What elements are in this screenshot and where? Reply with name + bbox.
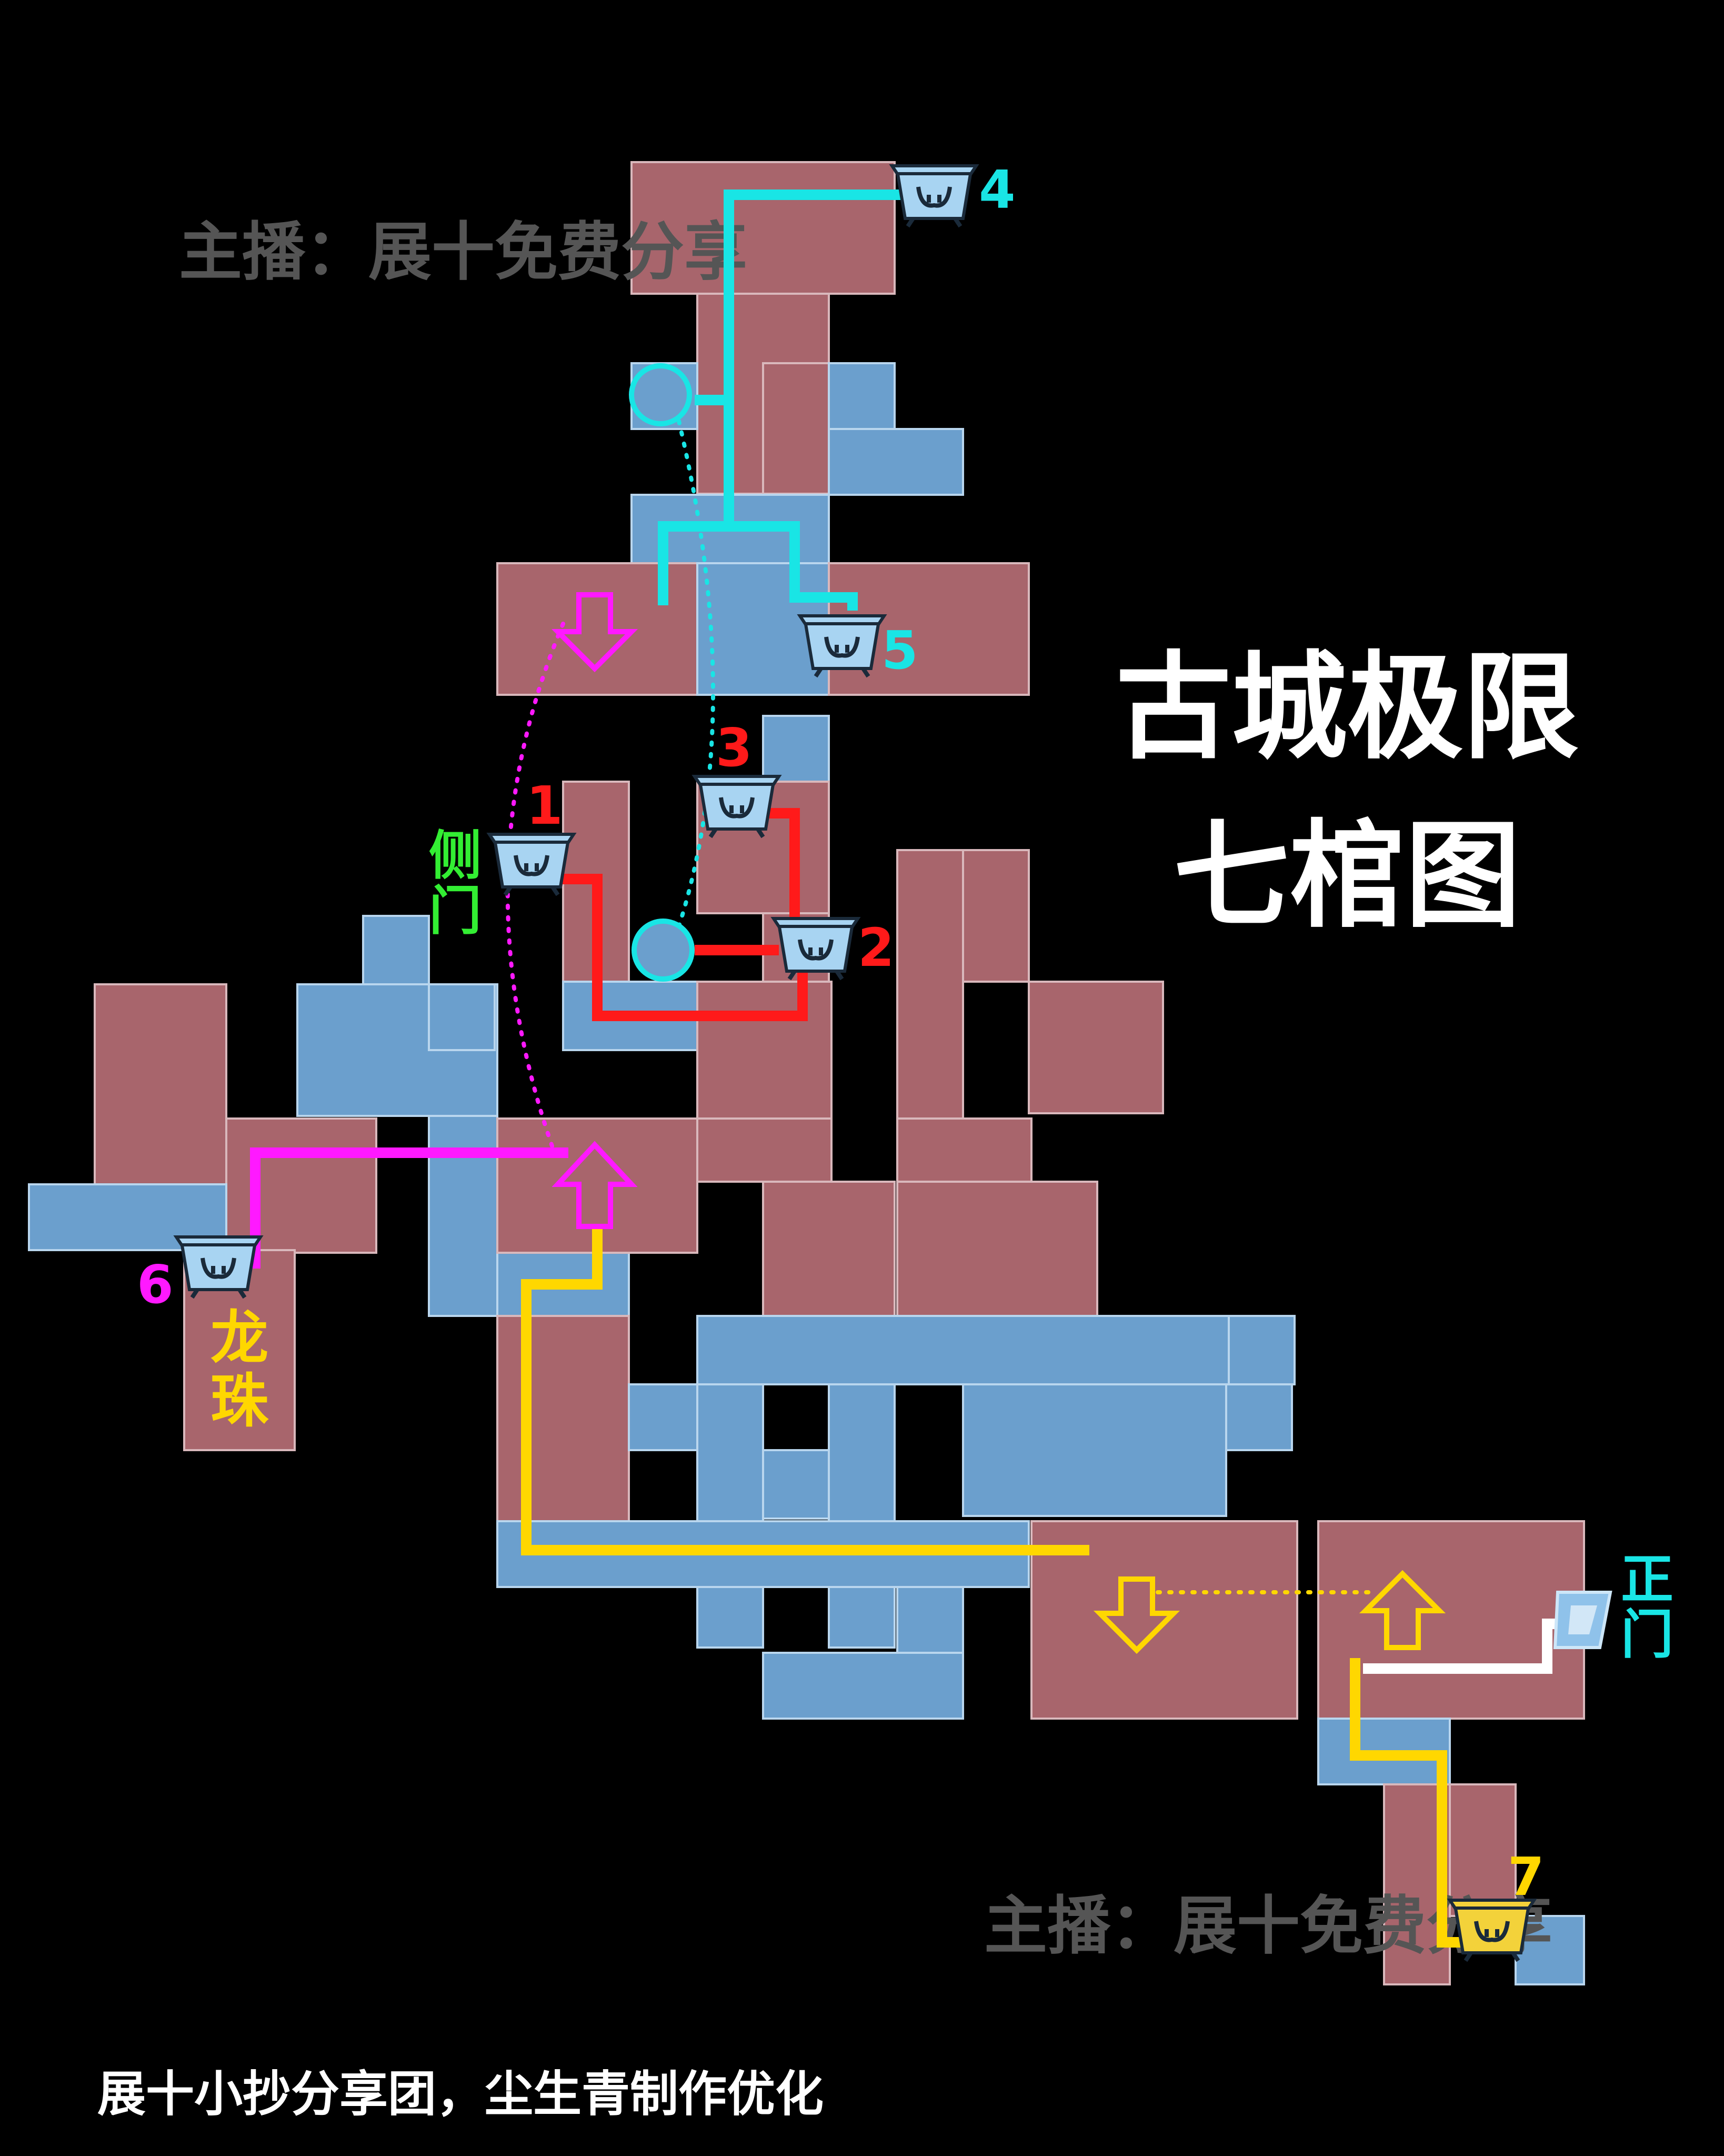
route-cyan — [658, 189, 931, 611]
coffin-6-icon — [173, 1235, 264, 1299]
coffin-5-icon — [797, 614, 887, 678]
coffin-label-7: 7 — [1508, 1846, 1545, 1908]
coffin-label-5: 5 — [881, 620, 918, 681]
room — [762, 715, 830, 783]
coffin-2-icon — [770, 917, 861, 981]
coffin-3-icon — [691, 775, 782, 839]
room — [1225, 1383, 1293, 1451]
watermarks: 主播：展十免费分享 主播：展十免费分享 — [179, 216, 1552, 1963]
room — [828, 428, 964, 496]
room — [696, 1315, 1293, 1385]
arrow-up-magenta-icon — [552, 1141, 638, 1229]
portal-circle-middle-icon — [632, 919, 695, 982]
room — [828, 562, 1030, 696]
arrow-up-yellow-icon — [1359, 1570, 1446, 1650]
room — [696, 1383, 764, 1649]
room — [696, 1117, 833, 1183]
coffin-label-6: 6 — [137, 1254, 174, 1315]
footer-credit: 展十小抄分享团，尘生青制作优化 — [97, 2066, 824, 2122]
door-icon — [1553, 1591, 1612, 1649]
room — [225, 1117, 377, 1254]
route-yellow — [521, 1229, 1474, 1948]
portal-circle-top-icon — [629, 363, 692, 426]
room — [362, 915, 430, 985]
main-door-label: 正 门 — [1621, 1549, 1692, 1665]
side-door-label: 侧 门 — [429, 825, 500, 942]
map-rooms — [28, 161, 1585, 1985]
coffin-label-1: 1 — [526, 775, 563, 836]
room — [762, 1652, 964, 1720]
room — [896, 1117, 1033, 1183]
room — [828, 1383, 896, 1649]
coffin-label-4: 4 — [979, 159, 1016, 221]
teleport-line-cyan — [677, 419, 715, 929]
dragon-pearl-label: 龙 珠 — [211, 1304, 288, 1435]
arrow-down-yellow-icon — [1093, 1576, 1180, 1654]
room — [696, 981, 833, 1120]
room — [762, 1181, 896, 1317]
room — [1228, 1315, 1296, 1385]
room — [962, 849, 1030, 983]
coffin-markers — [173, 164, 1537, 1962]
coffin-1-icon — [486, 833, 577, 896]
room — [428, 983, 496, 1051]
room — [828, 362, 896, 430]
coffin-7-icon — [1447, 1899, 1537, 1962]
room — [630, 161, 896, 295]
room — [94, 983, 227, 1185]
room — [496, 1315, 630, 1522]
room — [762, 1449, 830, 1520]
coffin-4-icon — [889, 164, 979, 228]
watermark-top: 主播：展十免费分享 — [179, 216, 747, 289]
room — [962, 1383, 1227, 1517]
map-title-line2: 七棺图 — [1174, 808, 1521, 943]
room — [428, 1115, 498, 1317]
coffin-label-3: 3 — [716, 717, 753, 778]
map-title-line1: 古城极限 — [1116, 640, 1579, 775]
room — [896, 1181, 1098, 1317]
room — [896, 849, 964, 1120]
coffin-label-2: 2 — [858, 917, 895, 979]
room — [762, 362, 830, 495]
route-magenta — [250, 1147, 568, 1269]
arrow-down-magenta-icon — [551, 592, 638, 673]
room — [1449, 1783, 1517, 1917]
room — [1028, 981, 1164, 1114]
room — [1317, 1520, 1585, 1720]
teleport-line-magenta — [505, 622, 565, 1150]
